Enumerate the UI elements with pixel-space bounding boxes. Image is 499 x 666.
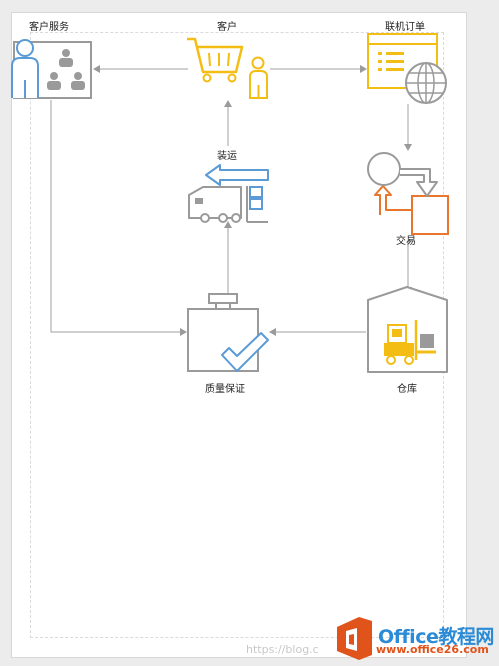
watermark-brand: Office教程网 (378, 626, 494, 648)
quality-assurance-icon[interactable] (187, 293, 259, 372)
person-icon (249, 56, 268, 99)
office-logo-icon (337, 617, 372, 660)
node-label-transaction: 交易 (396, 236, 416, 247)
left-arrow-icon (205, 164, 269, 186)
node-label-shipping: 装运 (217, 151, 237, 162)
delivery-truck-icon[interactable] (188, 186, 268, 223)
node-label-online-order: 联机订单 (385, 22, 425, 33)
node-label-customer: 客户 (217, 22, 237, 33)
customer-service-icon[interactable] (11, 39, 92, 99)
shopping-cart-icon[interactable] (187, 37, 244, 83)
globe-icon (405, 62, 447, 104)
watermark-url: www.office26.com (376, 643, 489, 656)
faint-blog-url: https://blog.c (246, 643, 319, 656)
checkmark-icon (221, 332, 269, 372)
transaction-icon[interactable] (367, 152, 449, 235)
connector-service-to-quality (50, 100, 187, 336)
forklift-icon (384, 320, 436, 365)
node-label-warehouse: 仓库 (397, 384, 417, 395)
node-label-quality-assurance: 质量保证 (205, 384, 245, 395)
node-label-customer-service: 客户服务 (29, 22, 69, 33)
